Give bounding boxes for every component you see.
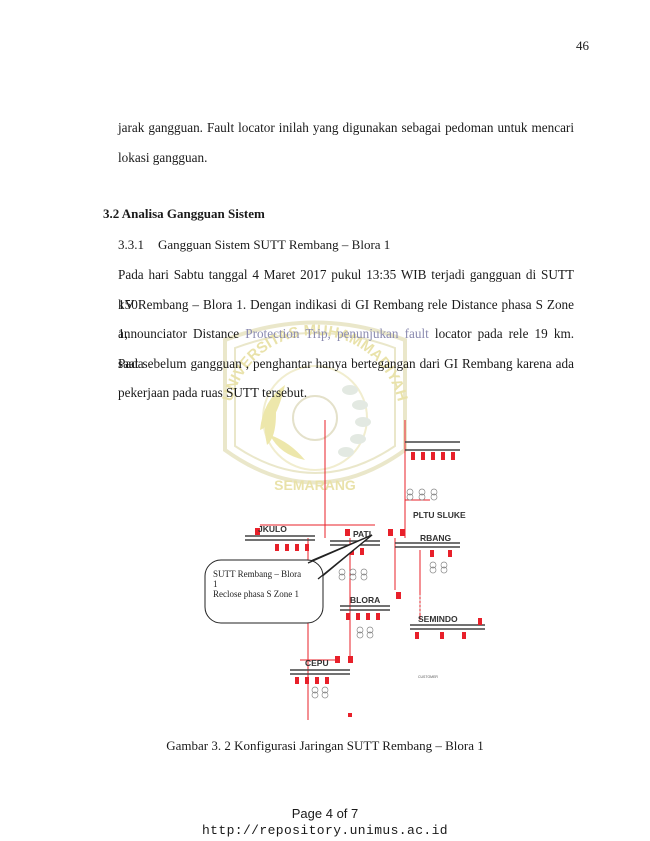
subsection-heading: 3.3.1 Gangguan Sistem SUTT Rembang – Blor…	[118, 237, 390, 253]
text-segment: saat sebelum gangguan , penghantar	[118, 355, 312, 371]
label-semindo: SEMINDO	[418, 614, 458, 624]
busbars	[245, 441, 485, 675]
label-pati: PATI	[353, 529, 371, 539]
subsection-title: Gangguan Sistem SUTT Rembang – Blora 1	[158, 237, 391, 252]
paragraph-line: Pada hari Sabtu tanggal 4 Maret 2017 puk…	[118, 267, 574, 312]
paragraph-line: lokasi gangguan.	[118, 149, 208, 165]
label-customer: CUSTOMER	[418, 675, 438, 679]
network-diagram: PLTU SLUKE JKULO PATI RBANG BLORA SEMIND…	[204, 420, 485, 720]
footer-url-link[interactable]: http://repository.unimus.ac.id	[201, 823, 449, 838]
figure-caption: Gambar 3. 2 Konfigurasi Jaringan SUTT Re…	[166, 738, 484, 753]
paragraph-line: kV Rembang – Blora 1. Dengan indikasi di…	[118, 296, 574, 342]
callout: SUTT Rembang – Blora 1 Reclose phasa S Z…	[204, 534, 373, 624]
circuit-breakers	[255, 452, 482, 717]
callout-line-1: SUTT Rembang – Blora	[213, 569, 301, 579]
label-rbang: RBANG	[420, 533, 452, 543]
label-pltu: PLTU SLUKE	[413, 510, 466, 520]
paragraph-intro: jarak gangguan. Fault locator inilah yan…	[118, 113, 574, 172]
label-jkulo: JKULO	[258, 524, 287, 534]
paragraph-line: jarak gangguan. Fault locator inilah yan…	[118, 120, 574, 135]
text-segment: locator pada rele 19 km. Pada	[118, 326, 575, 371]
watermark-bottom-text: SEMARANG	[274, 477, 356, 493]
label-cepu: CEPU	[305, 658, 329, 668]
transformer-symbols	[311, 488, 448, 699]
text-segment: Protection Trip, penunjukan fault	[239, 326, 429, 341]
university-watermark: UNIVERSITAS MUHAMMADIYAH SEMARANG	[219, 320, 411, 493]
paragraph-line: saat sebelum gangguan , penghantar hanya…	[118, 349, 574, 379]
callout-line-2: 1	[213, 579, 218, 589]
subsection-number: 3.3.1	[118, 237, 144, 252]
text-segment: announciator Distance	[118, 326, 240, 341]
paragraph-line: announciator Distance Protection Trip, p…	[118, 319, 574, 371]
paragraph-incident: Pada hari Sabtu tanggal 4 Maret 2017 puk…	[118, 260, 574, 408]
paragraph-line: pekerjaan pada ruas SUTT tersebut.	[118, 385, 308, 400]
text-segment: dari GI Rembang karena ada	[415, 355, 574, 371]
text-segment: hanya bertegangan	[311, 355, 416, 371]
page-number: 46	[576, 38, 589, 53]
callout-line-3: Reclose phasa S Zone 1	[213, 589, 299, 599]
label-blora: BLORA	[350, 595, 380, 605]
footer-page-indicator: Page 4 of 7	[291, 806, 359, 821]
section-heading: 3.2 Analisa Gangguan Sistem	[103, 206, 265, 221]
